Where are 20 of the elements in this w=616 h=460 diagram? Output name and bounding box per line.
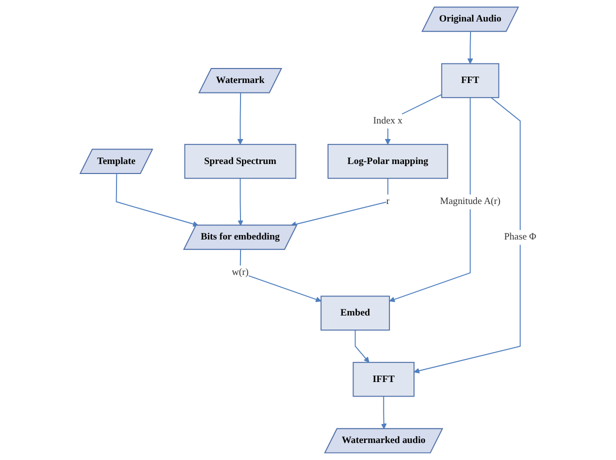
edge-label: Magnitude A(r) <box>440 196 500 207</box>
edge-label: w(r) <box>232 267 248 278</box>
node-box: Log-Polar mapping <box>327 144 448 179</box>
node-box: Spread Spectrum <box>184 144 296 179</box>
arrow <box>290 178 388 227</box>
arrow <box>354 330 370 363</box>
arrow <box>380 396 386 430</box>
arrow <box>388 97 470 302</box>
node-box: FFT <box>441 63 500 98</box>
arrow <box>240 249 322 302</box>
arrow <box>116 173 198 227</box>
edge-label: Index x <box>372 116 402 126</box>
arrow <box>237 178 244 226</box>
arrow <box>467 31 473 64</box>
node-box: Embed <box>320 296 390 331</box>
edge-label: r <box>386 196 390 207</box>
edge-label: Phase Φ <box>504 232 536 242</box>
arrow <box>414 97 520 374</box>
arrow <box>237 92 243 145</box>
node-box: IFFT <box>352 362 414 397</box>
